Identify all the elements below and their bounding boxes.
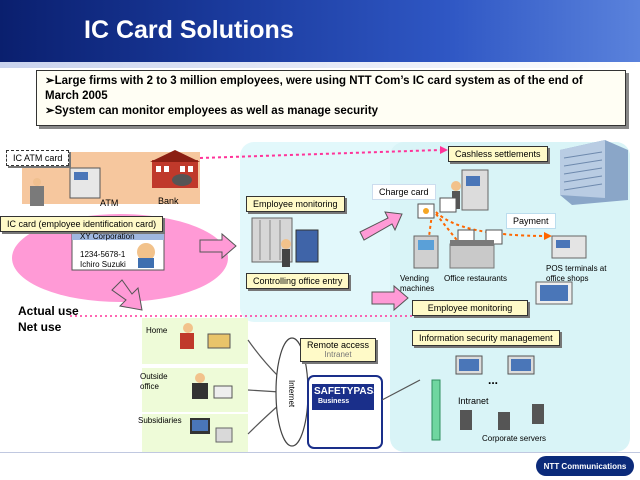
remote-intranet-label: Intranet: [324, 350, 352, 359]
card-name: Ichiro Suzuki: [80, 260, 126, 269]
outside-pc-icon: [192, 373, 233, 399]
office-restaurants-label: Office restaurants: [444, 274, 507, 283]
summary-box: ➢Large firms with 2 to 3 million employe…: [36, 70, 626, 126]
card-number: 1234-5678-1: [80, 250, 126, 259]
net-use-label: Net use: [18, 320, 62, 334]
pos-terminal-icon: [551, 235, 587, 259]
office-building-icon: [560, 140, 628, 205]
ic-atm-card-label: IC ATM card: [6, 150, 70, 166]
payment-label: Payment: [506, 213, 556, 229]
actual-use-label: Actual use: [18, 304, 79, 318]
laptop-icon: [535, 281, 573, 305]
charge-card-label: Charge card: [372, 184, 436, 200]
firewall-bar: [431, 379, 441, 441]
arrow-to-monitoring: [199, 232, 237, 260]
vending-machines-label: Vending machines: [400, 274, 435, 293]
outside-link: [247, 389, 281, 393]
employee-monitoring-bottom-label: Employee monitoring: [412, 300, 528, 316]
card-company: XY Corporation: [80, 232, 135, 241]
footer-bar: [0, 452, 640, 480]
outside-office-label: Outside office: [140, 372, 168, 391]
remote-access-label: Remote access: [307, 340, 370, 350]
home-panel: [142, 318, 248, 364]
bank-flow-head: [440, 146, 448, 154]
atm-machine-icon: [30, 167, 101, 206]
internet-label: Internet: [287, 380, 296, 408]
header-bar: [0, 0, 640, 62]
server-icon: [460, 404, 544, 430]
subsidiary-pc-icon: [190, 418, 233, 443]
safetypass-logo-text: SAFETYPASS: [314, 386, 380, 397]
home-link: [247, 339, 281, 379]
subsidiaries-label: Subsidiaries: [138, 416, 182, 425]
ic-card-label: IC card (employee identification card): [0, 216, 164, 232]
header-shadow: [0, 62, 640, 68]
intranet-label: Intranet: [458, 396, 489, 406]
restaurant-icon: [449, 240, 495, 269]
safetypass-link: [381, 379, 421, 401]
safetypass-sub-text: Business: [318, 398, 350, 405]
cashless-settlements-label: Cashless settlements: [448, 146, 548, 162]
atm-label: ATM: [100, 198, 119, 208]
info-security-label: Information security management: [412, 330, 560, 346]
bank-building-icon: [150, 150, 200, 188]
vending-machine-icon: [413, 235, 439, 269]
controlling-office-entry-label: Controlling office entry: [246, 273, 350, 289]
corporate-servers-label: Corporate servers: [482, 434, 547, 443]
bullet-2: ➢System can monitor employees as well as…: [45, 105, 379, 117]
employee-monitoring-top-label: Employee monitoring: [246, 196, 345, 212]
payment-flow-line: [435, 211, 549, 237]
remote-access-box: Remote access Intranet: [300, 338, 377, 362]
svg-text:...: ...: [488, 373, 498, 387]
ntt-logo: NTT Communications: [536, 456, 634, 476]
pos-terminals-label: POS terminals at office shops: [546, 264, 607, 283]
arrow-to-net: [111, 279, 143, 311]
bank-flow-line: [199, 149, 441, 159]
restaurant-flow-line: [435, 213, 461, 245]
bullet-1: ➢Large firms with 2 to 3 million employe…: [45, 75, 583, 102]
bank-label: Bank: [158, 196, 179, 206]
safetypass-badge: [312, 384, 374, 410]
home-pc-icon: [180, 323, 231, 349]
arrow-to-security: [371, 284, 409, 312]
arrow-to-charge: [359, 211, 403, 241]
security-panel: [390, 142, 630, 452]
security-gate-icon: [251, 217, 319, 267]
id-card-icon: [71, 229, 165, 271]
slide-title: IC Card Solutions: [84, 16, 294, 44]
subsidiary-link: [247, 403, 281, 435]
home-label: Home: [146, 326, 168, 335]
intranet-pc-icon: ...: [455, 355, 535, 387]
